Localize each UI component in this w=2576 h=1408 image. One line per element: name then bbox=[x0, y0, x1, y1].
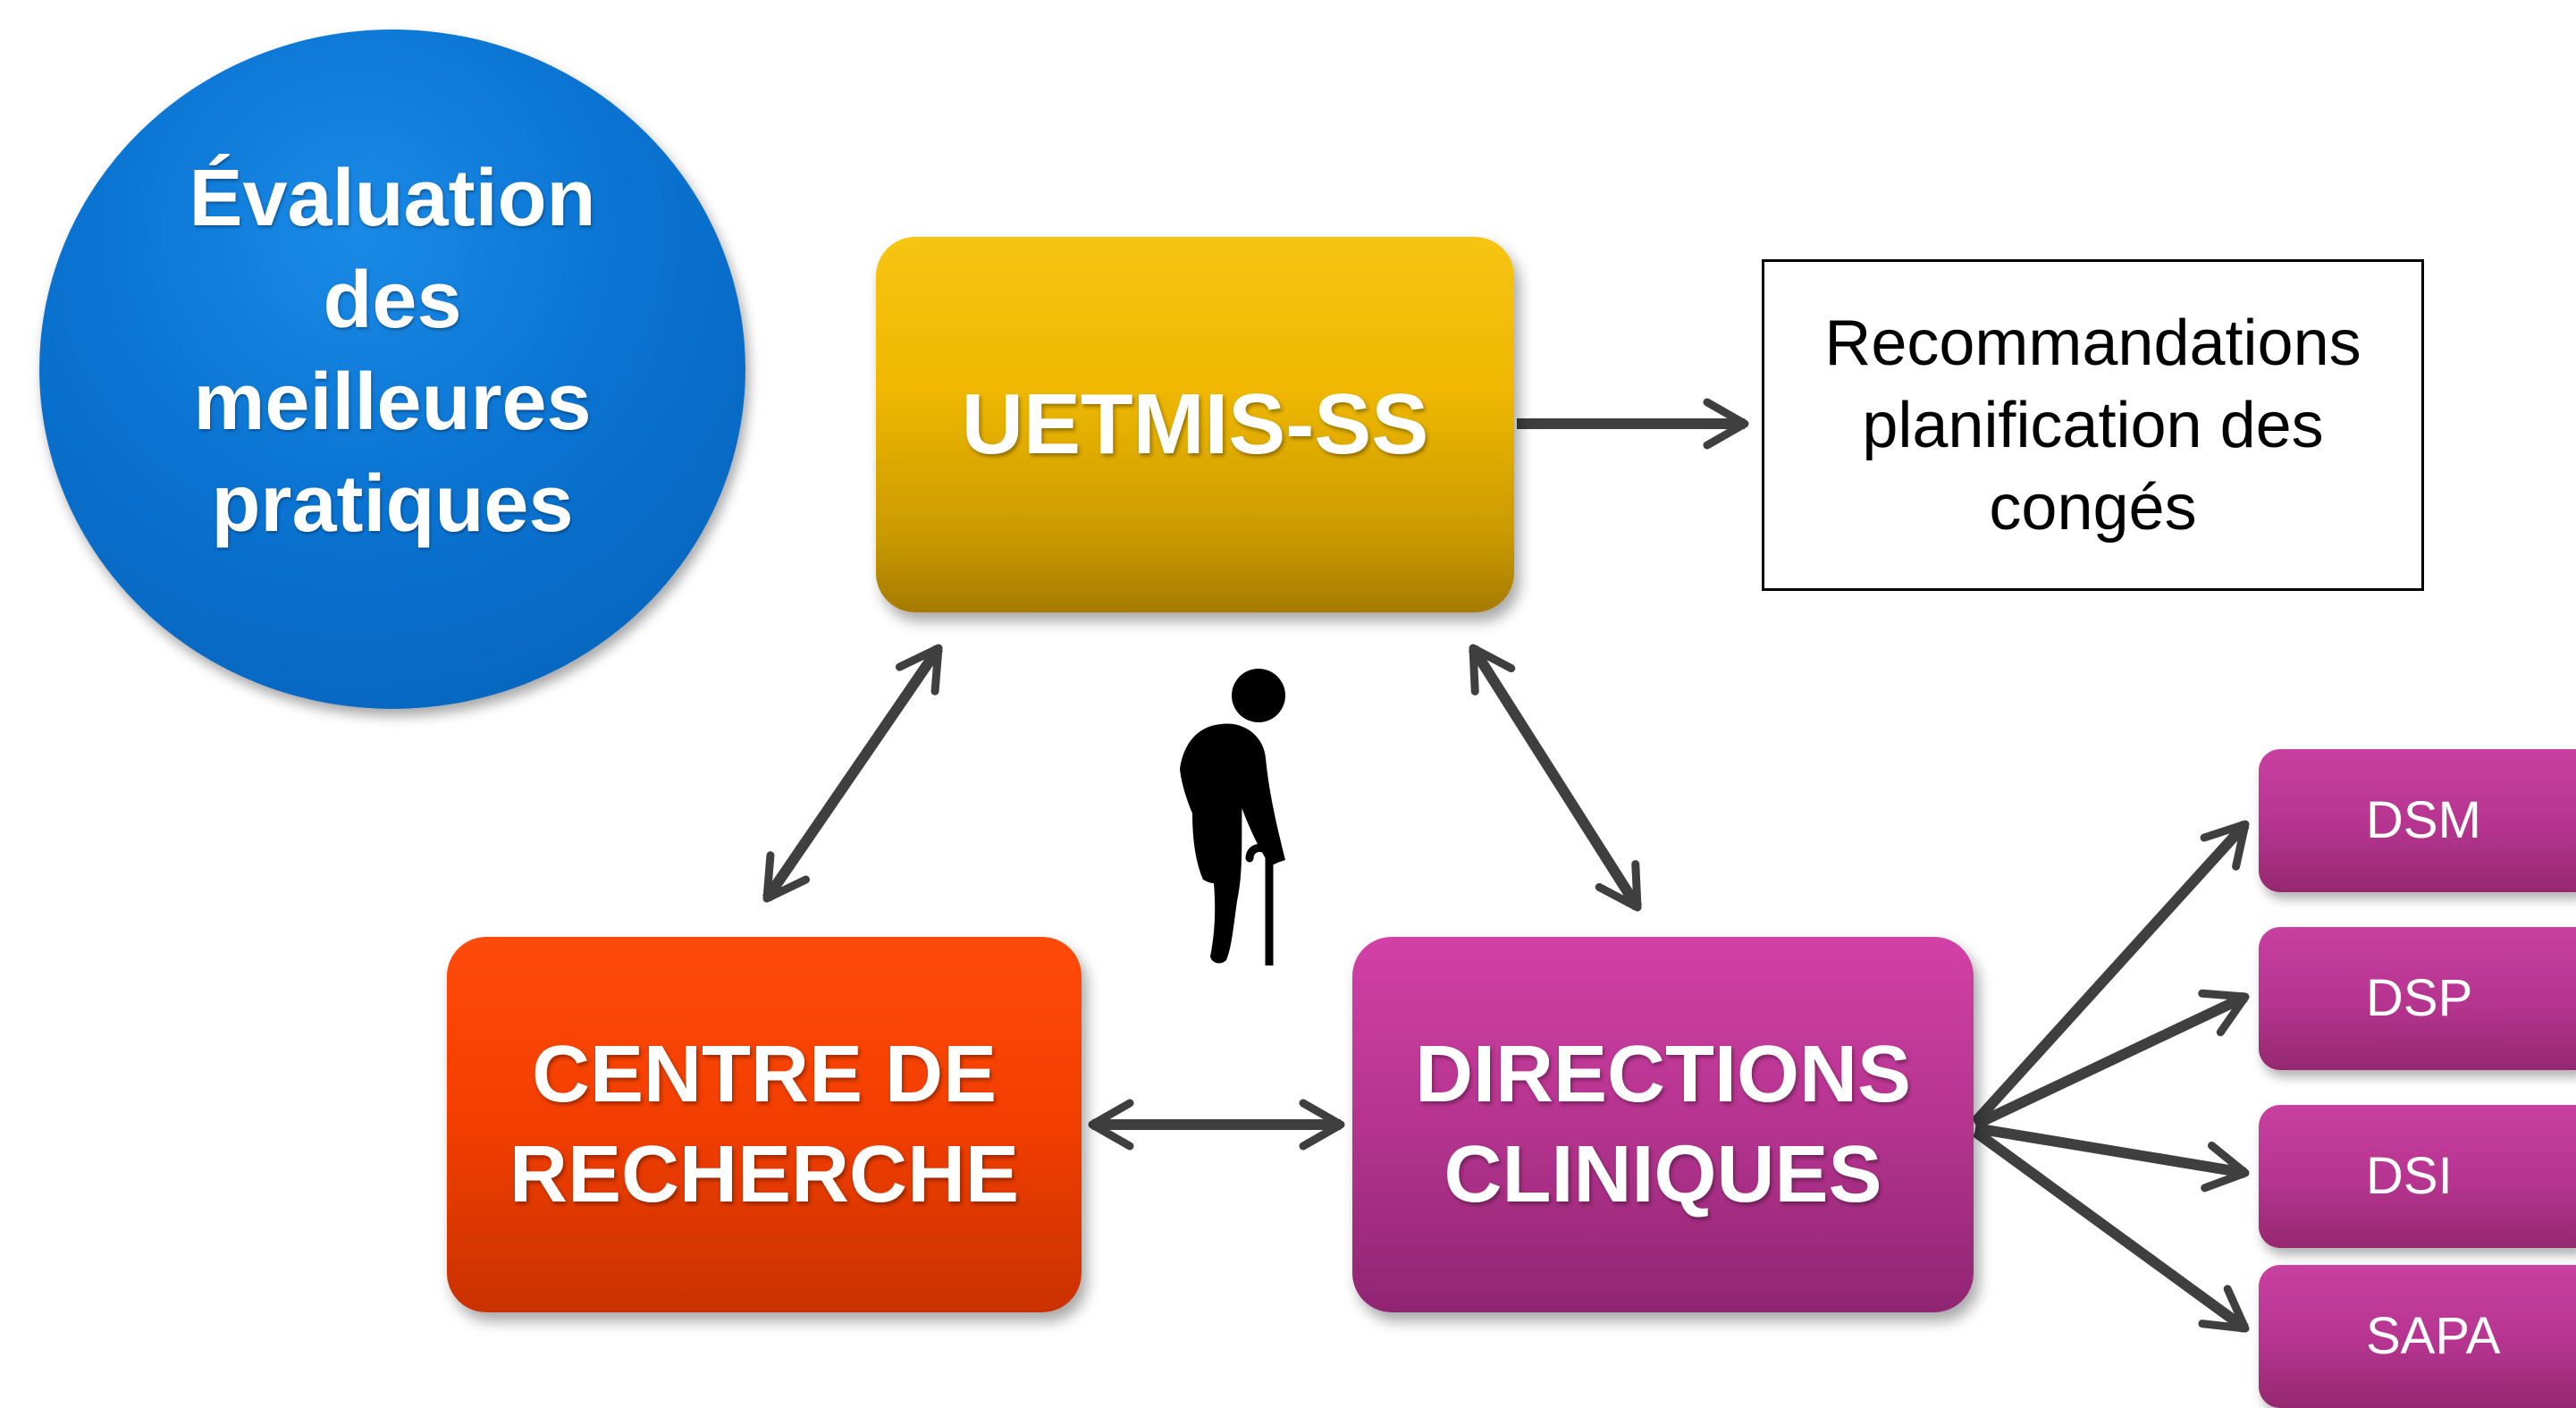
centre-recherche-box: CENTRE DE RECHERCHE bbox=[447, 937, 1082, 1312]
dsm-box: DSM bbox=[2259, 749, 2576, 892]
directions-cliniques-box: DIRECTIONS CLINIQUES bbox=[1352, 937, 1974, 1312]
sapa-box: SAPA bbox=[2259, 1265, 2576, 1408]
sapa-label: SAPA bbox=[2366, 1307, 2501, 1365]
evaluation-text: Évaluation des meilleures pratiques bbox=[189, 154, 596, 549]
dsm-label: DSM bbox=[2366, 791, 2481, 849]
elderly-person-with-cane-icon bbox=[1180, 669, 1285, 965]
directions-cliniques-label: DIRECTIONS CLINIQUES bbox=[1414, 1030, 1912, 1219]
arrow-uetmis-directions bbox=[1468, 644, 1643, 912]
arrow-directions-to-sapa bbox=[1972, 1127, 2250, 1333]
evaluation-circle: Évaluation des meilleures pratiques bbox=[39, 30, 745, 709]
dsp-label: DSP bbox=[2366, 969, 2473, 1027]
arrow-directions-to-dsp bbox=[1973, 989, 2250, 1130]
uetmis-label: UETMIS-SS bbox=[961, 376, 1429, 472]
uetmis-box: UETMIS-SS bbox=[876, 237, 1514, 612]
dsi-label: DSI bbox=[2366, 1147, 2453, 1205]
centre-recherche-label: CENTRE DE RECHERCHE bbox=[509, 1030, 1020, 1219]
dsi-box: DSI bbox=[2259, 1105, 2576, 1248]
arrow-directions-to-dsi bbox=[1974, 1123, 2250, 1193]
arrow-directions-to-dsm bbox=[1971, 820, 2250, 1126]
recommandations-text: Recommandations planification des congés bbox=[1824, 307, 2361, 544]
arrow-uetmis-centre bbox=[762, 644, 943, 903]
dsp-box: DSP bbox=[2259, 927, 2576, 1070]
recommandations-box: Recommandations planification des congés bbox=[1762, 259, 2424, 591]
